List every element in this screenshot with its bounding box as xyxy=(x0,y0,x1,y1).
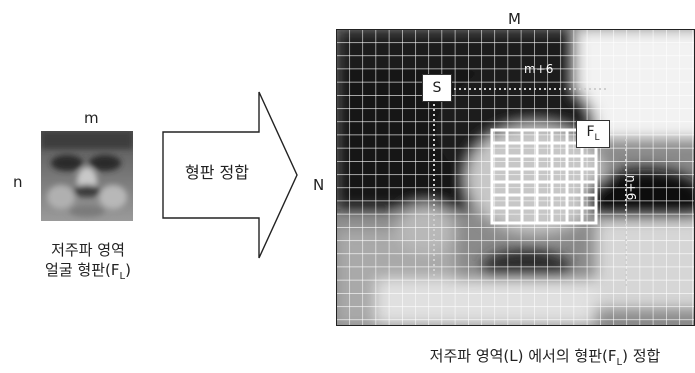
start-point-box: S xyxy=(422,74,452,102)
matching-arrow-label: 형판 정합 xyxy=(185,163,249,182)
offset-h-label: m+6 xyxy=(524,62,554,76)
region-height-label: N xyxy=(313,176,325,194)
low-frequency-region-image xyxy=(336,29,695,326)
region-caption-suffix: ) 정합 xyxy=(622,347,661,365)
region-width-label: M xyxy=(508,10,521,28)
matching-arrow xyxy=(155,90,305,260)
region-caption-prefix: 저주파 영역(L) 에서의 형판(F xyxy=(429,347,617,365)
template-caption-prefix: 얼굴 형판(F xyxy=(45,261,120,279)
offset-v-label: n+6 xyxy=(624,175,638,201)
region-caption: 저주파 영역(L) 에서의 형판(FL) 정합 xyxy=(395,346,695,373)
template-caption-line2: 얼굴 형판(FL) xyxy=(10,260,166,287)
template-caption-suffix: ) xyxy=(125,261,131,279)
template-position-label: FL xyxy=(586,125,599,143)
template-position-box: FL xyxy=(576,120,610,148)
template-caption: 저주파 영역 얼굴 형판(FL) xyxy=(10,240,166,287)
template-width-label: m xyxy=(84,109,99,127)
arrow-shape xyxy=(162,91,298,259)
region-caption-sub: L xyxy=(616,357,623,368)
template-caption-line1: 저주파 영역 xyxy=(51,241,125,259)
start-point-label: S xyxy=(432,80,442,96)
template-position-label-main: F xyxy=(586,124,595,141)
face-template-image xyxy=(41,131,133,221)
template-caption-sub: L xyxy=(119,271,126,282)
template-height-label: n xyxy=(13,173,23,191)
template-position-label-sub: L xyxy=(594,132,600,143)
